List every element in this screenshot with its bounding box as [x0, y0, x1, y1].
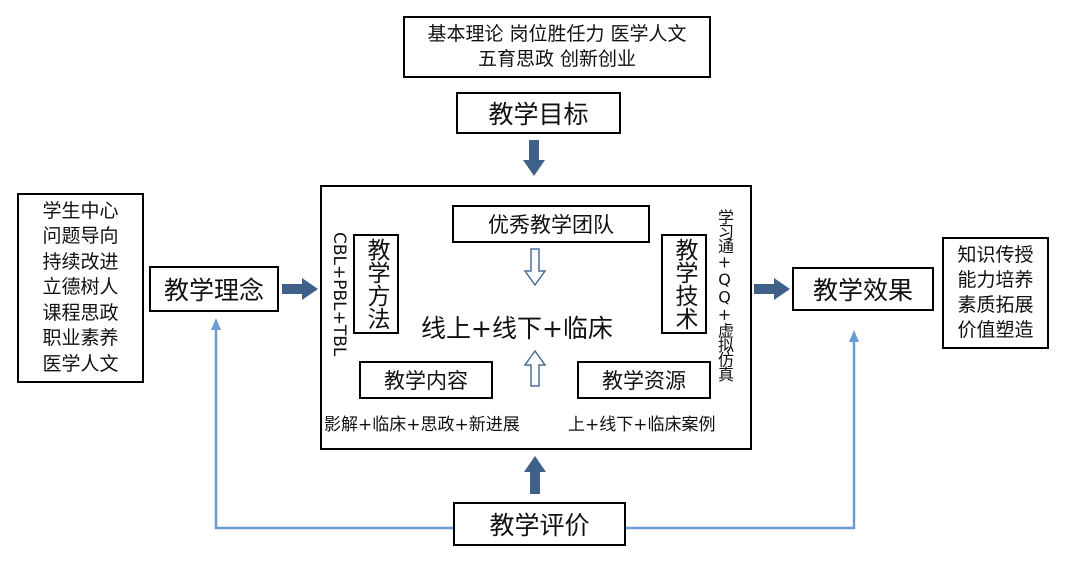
goals-line-2: 五育思政 创新创业 — [477, 48, 637, 70]
teaching-team-title: 优秀教学团队 — [488, 213, 614, 237]
arrow-goals-to-core — [523, 140, 545, 176]
teaching-philosophy-box: 教学理念 — [149, 266, 279, 312]
goals-description-box: 基本理论 岗位胜任力 医学人文 五育思政 创新创业 — [403, 16, 711, 78]
philosophy-item: 职业素养 — [42, 327, 119, 350]
teaching-method-detail: CBL+PBL+TBL — [329, 232, 349, 357]
philosophy-item: 立德树人 — [42, 276, 119, 299]
teaching-content-title: 教学内容 — [384, 369, 468, 393]
teaching-method-title: 教学方法 — [363, 238, 389, 330]
teaching-technology-detail: 学习通+QQ+虚拟仿真 — [715, 209, 734, 381]
arrow-core-to-effect — [754, 278, 790, 300]
teaching-evaluation-box: 教学评价 — [453, 502, 626, 546]
teaching-philosophy-title: 教学理念 — [163, 276, 264, 305]
teaching-method-box: 教学方法 — [353, 234, 399, 334]
effect-item: 能力培养 — [957, 269, 1034, 291]
teaching-technology-box: 教学技术 — [661, 234, 707, 334]
effect-item: 知识传授 — [957, 244, 1034, 266]
philosophy-item: 学生中心 — [42, 199, 119, 222]
arrow-philosophy-to-core — [282, 278, 318, 300]
teaching-resources-box: 教学资源 — [577, 361, 711, 399]
teaching-content-detail: 影解+临床+思政+新进展 — [324, 415, 520, 435]
teaching-technology-title: 教学技术 — [671, 238, 697, 330]
teaching-evaluation-title: 教学评价 — [489, 511, 590, 540]
goals-line-1: 基本理论 岗位胜任力 医学人文 — [427, 23, 687, 45]
effect-item: 素质拓展 — [957, 294, 1034, 316]
blended-mode-text: 线上+线下+临床 — [421, 314, 613, 343]
teaching-resources-title: 教学资源 — [602, 369, 686, 393]
philosophy-item: 问题导向 — [42, 225, 119, 248]
philosophy-items-box: 学生中心 问题导向 持续改进 立德树人 课程思政 职业素养 医学人文 — [17, 193, 144, 383]
teaching-effect-title: 教学效果 — [812, 276, 913, 305]
teaching-content-box: 教学内容 — [359, 361, 493, 399]
effect-item: 价值塑造 — [957, 319, 1034, 341]
philosophy-item: 持续改进 — [42, 250, 119, 273]
arrow-evaluation-to-core — [524, 456, 546, 494]
teaching-goals-box: 教学目标 — [456, 92, 621, 134]
philosophy-item: 课程思政 — [42, 301, 119, 324]
teaching-goals-title: 教学目标 — [488, 100, 589, 129]
philosophy-item: 医学人文 — [42, 352, 119, 375]
teaching-resources-detail: 上+线下+临床案例 — [568, 415, 716, 435]
effect-items-box: 知识传授 能力培养 素质拓展 价值塑造 — [942, 237, 1049, 349]
teaching-effect-box: 教学效果 — [792, 267, 934, 311]
teaching-team-box: 优秀教学团队 — [452, 205, 650, 243]
